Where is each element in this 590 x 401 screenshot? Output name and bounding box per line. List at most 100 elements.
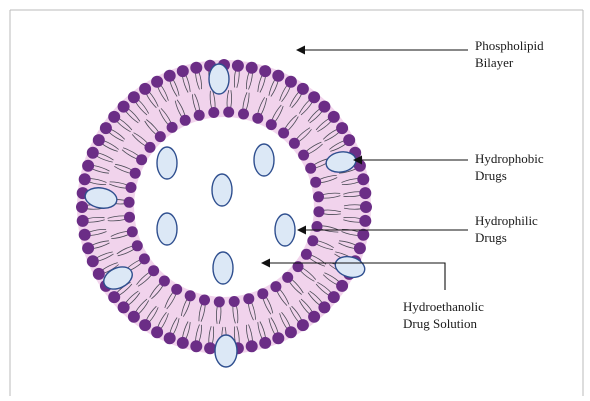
phospholipid-head-icon xyxy=(126,182,137,193)
drug-vesicle-icon xyxy=(275,214,295,246)
phospholipid-head-icon xyxy=(285,326,297,338)
phospholipid-head-icon xyxy=(87,147,99,159)
phospholipid-head-icon xyxy=(93,134,105,146)
phospholipid-head-icon xyxy=(307,235,318,246)
phospholipid-head-icon xyxy=(171,284,182,295)
phospholipid-head-icon xyxy=(82,242,94,254)
phospholipid-head-icon xyxy=(128,91,140,103)
phospholipid-head-icon xyxy=(145,142,156,153)
phospholipid-head-icon xyxy=(108,111,120,123)
phospholipid-head-icon xyxy=(238,109,249,120)
phospholipid-head-icon xyxy=(252,113,263,124)
phospholipid-head-icon xyxy=(336,280,348,292)
liposome-diagram xyxy=(76,59,372,367)
drug-vesicle-icon xyxy=(157,213,177,245)
phospholipid-head-icon xyxy=(328,291,340,303)
phospholipid-head-icon xyxy=(118,301,130,313)
phospholipid-head-icon xyxy=(297,83,309,95)
phospholipid-head-icon xyxy=(127,226,138,237)
phospholipid-head-icon xyxy=(289,138,300,149)
phospholipid-head-icon xyxy=(194,110,205,121)
drug-vesicle-icon xyxy=(254,144,274,176)
phospholipid-head-icon xyxy=(124,197,135,208)
phospholipid-head-icon xyxy=(164,70,176,82)
phospholipid-head-icon xyxy=(308,91,320,103)
phospholipid-head-icon xyxy=(155,131,166,142)
phospholipid-head-icon xyxy=(308,311,320,323)
phospholipid-head-icon xyxy=(164,332,176,344)
phospholipid-head-icon xyxy=(132,240,143,251)
phospholipid-head-icon xyxy=(214,296,225,307)
label-phospholipid-line2: Bilayer xyxy=(475,54,544,71)
phospholipid-head-icon xyxy=(270,281,281,292)
phospholipid-head-icon xyxy=(76,201,88,213)
phospholipid-head-icon xyxy=(278,128,289,139)
phospholipid-head-icon xyxy=(148,265,159,276)
phospholipid-head-icon xyxy=(313,191,324,202)
phospholipid-head-icon xyxy=(136,154,147,165)
phospholipid-head-icon xyxy=(310,177,321,188)
phospholipid-head-icon xyxy=(159,276,170,287)
phospholipid-head-icon xyxy=(272,70,284,82)
phospholipid-head-icon xyxy=(204,342,216,354)
phospholipid-head-icon xyxy=(336,122,348,134)
phospholipid-head-icon xyxy=(79,229,91,241)
phospholipid-head-icon xyxy=(118,101,130,113)
label-phospholipid-bilayer: Phospholipid Bilayer xyxy=(475,37,544,71)
phospholipid-head-icon xyxy=(298,150,309,161)
phospholipid-head-icon xyxy=(79,173,91,185)
phospholipid-head-icon xyxy=(360,201,372,213)
phospholipid-head-icon xyxy=(313,206,324,217)
phospholipid-head-icon xyxy=(359,215,371,227)
phospholipid-head-icon xyxy=(297,319,309,331)
phospholipid-head-icon xyxy=(177,337,189,349)
phospholipid-head-icon xyxy=(124,212,135,223)
phospholipid-head-icon xyxy=(343,134,355,146)
phospholipid-head-icon xyxy=(229,296,240,307)
label-hydrophobic-drugs: Hydrophobic Drugs xyxy=(475,150,544,184)
phospholipid-head-icon xyxy=(185,290,196,301)
phospholipid-head-icon xyxy=(208,107,219,118)
drug-vesicle-icon xyxy=(157,147,177,179)
phospholipid-head-icon xyxy=(130,168,141,179)
phospholipid-head-icon xyxy=(354,242,366,254)
phospholipid-head-icon xyxy=(100,122,112,134)
phospholipid-head-icon xyxy=(87,255,99,267)
phospholipid-head-icon xyxy=(285,76,297,88)
phospholipid-head-icon xyxy=(282,272,293,283)
label-hydrophobic-line2: Drugs xyxy=(475,167,544,184)
phospholipid-head-icon xyxy=(246,340,258,352)
phospholipid-head-icon xyxy=(359,187,371,199)
phospholipid-head-icon xyxy=(190,62,202,74)
label-hydrophobic-line1: Hydrophobic xyxy=(475,150,544,167)
drug-vesicle-icon xyxy=(209,64,229,94)
phospholipid-head-icon xyxy=(318,301,330,313)
drug-vesicle-icon xyxy=(213,252,233,284)
phospholipid-head-icon xyxy=(199,295,210,306)
label-solution-line2: Drug Solution xyxy=(403,315,484,332)
label-hydrophilic-line1: Hydrophilic xyxy=(475,212,538,229)
phospholipid-head-icon xyxy=(272,332,284,344)
phospholipid-head-icon xyxy=(93,268,105,280)
phospholipid-head-icon xyxy=(266,119,277,130)
phospholipid-head-icon xyxy=(167,122,178,133)
phospholipid-head-icon xyxy=(257,288,268,299)
phospholipid-head-icon xyxy=(243,293,254,304)
phospholipid-head-icon xyxy=(128,311,140,323)
phospholipid-head-icon xyxy=(246,62,258,74)
phospholipid-head-icon xyxy=(139,83,151,95)
phospholipid-head-icon xyxy=(357,173,369,185)
phospholipid-head-icon xyxy=(82,160,94,172)
label-hydroethanolic-solution: Hydroethanolic Drug Solution xyxy=(403,298,484,332)
phospholipid-head-icon xyxy=(318,101,330,113)
phospholipid-head-icon xyxy=(259,65,271,77)
drug-vesicle-icon xyxy=(215,335,237,367)
label-hydrophilic-line2: Drugs xyxy=(475,229,538,246)
label-hydrophilic-drugs: Hydrophilic Drugs xyxy=(475,212,538,246)
phospholipid-head-icon xyxy=(190,340,202,352)
phospholipid-head-icon xyxy=(77,215,89,227)
label-phospholipid-line1: Phospholipid xyxy=(475,37,544,54)
phospholipid-head-icon xyxy=(328,111,340,123)
phospholipid-head-icon xyxy=(180,115,191,126)
phospholipid-head-icon xyxy=(139,319,151,331)
